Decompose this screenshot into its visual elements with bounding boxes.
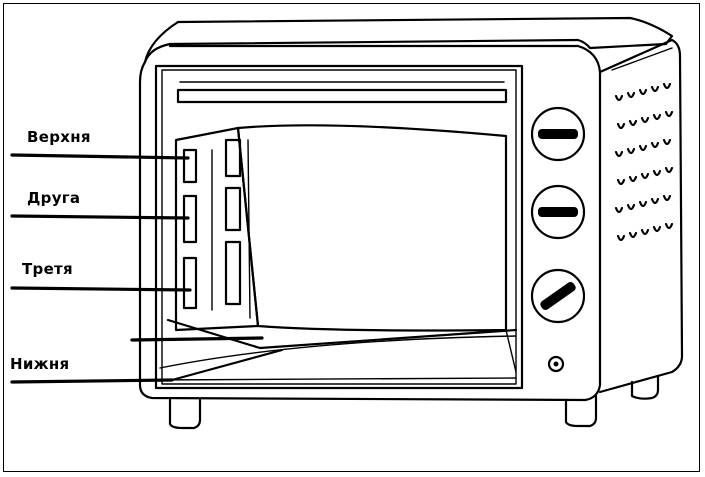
leader-bottom <box>10 378 174 384</box>
vent-slot <box>628 119 638 127</box>
rack-guides <box>182 138 251 319</box>
rack-label-second: Друга <box>27 189 81 207</box>
leader-third <box>10 286 192 292</box>
leader-bottom-diag <box>170 348 284 382</box>
vent-slot <box>616 122 626 130</box>
vent-slot <box>628 175 638 183</box>
function-knob <box>530 184 586 240</box>
oven-floor <box>151 318 518 381</box>
vent-slot <box>614 206 624 214</box>
leader-tray <box>130 336 264 342</box>
temperature-knob <box>530 106 586 162</box>
vent-slot <box>662 82 672 90</box>
vent-slot <box>638 88 648 96</box>
rack-label-bottom: Нижня <box>10 355 70 373</box>
vent-slot <box>662 138 672 146</box>
vent-slot <box>640 228 650 236</box>
vent-slot <box>614 94 624 102</box>
vent-slot <box>664 110 674 118</box>
vent-slot <box>628 231 638 239</box>
vent-slot <box>664 222 674 230</box>
vent-slot <box>626 91 636 99</box>
vent-slot <box>640 172 650 180</box>
oven-door <box>154 64 524 390</box>
oven-feet <box>168 374 660 430</box>
vent-slot <box>638 200 648 208</box>
vent-slot <box>638 144 648 152</box>
timer-knob <box>530 268 586 324</box>
vent-slot <box>652 225 662 233</box>
leader-second <box>10 214 190 220</box>
vent-slot <box>616 178 626 186</box>
vent-slot <box>652 169 662 177</box>
vent-slot <box>650 141 660 149</box>
vent-slot <box>614 150 624 158</box>
callout-leaders <box>10 153 284 384</box>
oven-body <box>138 16 684 402</box>
leader-top <box>10 153 190 160</box>
power-indicator-light <box>547 355 565 373</box>
vent-slot <box>616 234 626 242</box>
vent-slot <box>650 85 660 93</box>
vent-slot <box>662 194 672 202</box>
vent-slot <box>626 147 636 155</box>
rack-label-top: Верхня <box>27 128 91 146</box>
vent-slot <box>650 197 660 205</box>
rack-label-third: Третя <box>22 260 73 278</box>
vent-slot <box>640 116 650 124</box>
vent-slot <box>664 166 674 174</box>
side-vents <box>614 82 674 242</box>
vent-slot <box>626 203 636 211</box>
figure-border <box>3 3 700 472</box>
vent-slot <box>652 113 662 121</box>
